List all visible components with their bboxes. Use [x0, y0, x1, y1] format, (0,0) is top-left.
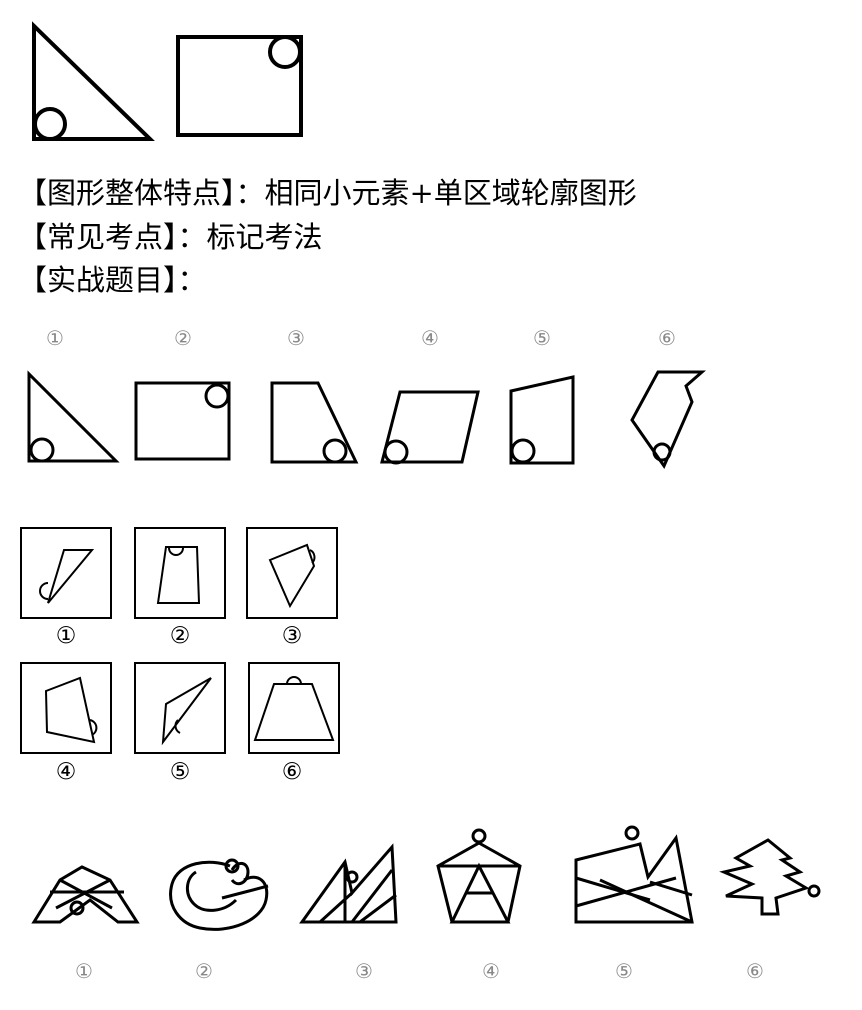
- row1-label-1: ①: [46, 326, 64, 350]
- box-figure-3: [246, 527, 338, 619]
- row4-label-5: ⑤: [615, 959, 633, 983]
- row4-figure-2: [169, 858, 269, 931]
- example-triangle: [32, 21, 155, 141]
- box-label-3: ③: [281, 623, 303, 649]
- row4-figure-3: [299, 843, 398, 924]
- row1-figure-6: [630, 370, 706, 470]
- practice-heading: 【实战题目】：: [18, 263, 207, 297]
- row4-figure-4: [436, 828, 522, 924]
- box-label-1: ①: [55, 623, 77, 649]
- row4-figure-6: [719, 838, 821, 916]
- box-label-6: ⑥: [281, 759, 303, 785]
- row1-label-6: ⑥: [658, 326, 676, 350]
- row1-label-5: ⑤: [533, 326, 551, 350]
- row1-figure-3: [270, 381, 359, 464]
- box-figure-1: [20, 527, 112, 619]
- box-figure-6: [248, 662, 340, 754]
- row1-figure-4: [380, 390, 480, 465]
- feature-heading: 【图形整体特点】：相同小元素+单区域轮廓图形: [18, 176, 637, 210]
- example-rectangle: [176, 35, 303, 137]
- box-label-2: ②: [169, 623, 191, 649]
- row4-label-2: ②: [195, 959, 213, 983]
- row1-label-3: ③: [287, 326, 305, 350]
- row4-figure-1: [31, 865, 140, 924]
- box-label-5: ⑤: [169, 759, 191, 785]
- row1-figure-1: [27, 370, 120, 463]
- row4-label-4: ④: [482, 959, 500, 983]
- row1-label-4: ④: [421, 326, 439, 350]
- box-figure-4: [20, 662, 112, 754]
- row4-label-3: ③: [355, 959, 373, 983]
- row4-label-1: ①: [75, 959, 93, 983]
- row1-figure-2: [134, 381, 231, 461]
- row4-figure-5: [574, 825, 694, 924]
- exam-point-heading: 【常见考点】：标记考法: [18, 220, 323, 254]
- box-figure-5: [134, 662, 226, 754]
- row1-figure-5: [509, 375, 575, 465]
- box-figure-2: [134, 527, 226, 619]
- row4-label-6: ⑥: [746, 959, 764, 983]
- row1-label-2: ②: [174, 326, 192, 350]
- box-label-4: ④: [55, 759, 77, 785]
